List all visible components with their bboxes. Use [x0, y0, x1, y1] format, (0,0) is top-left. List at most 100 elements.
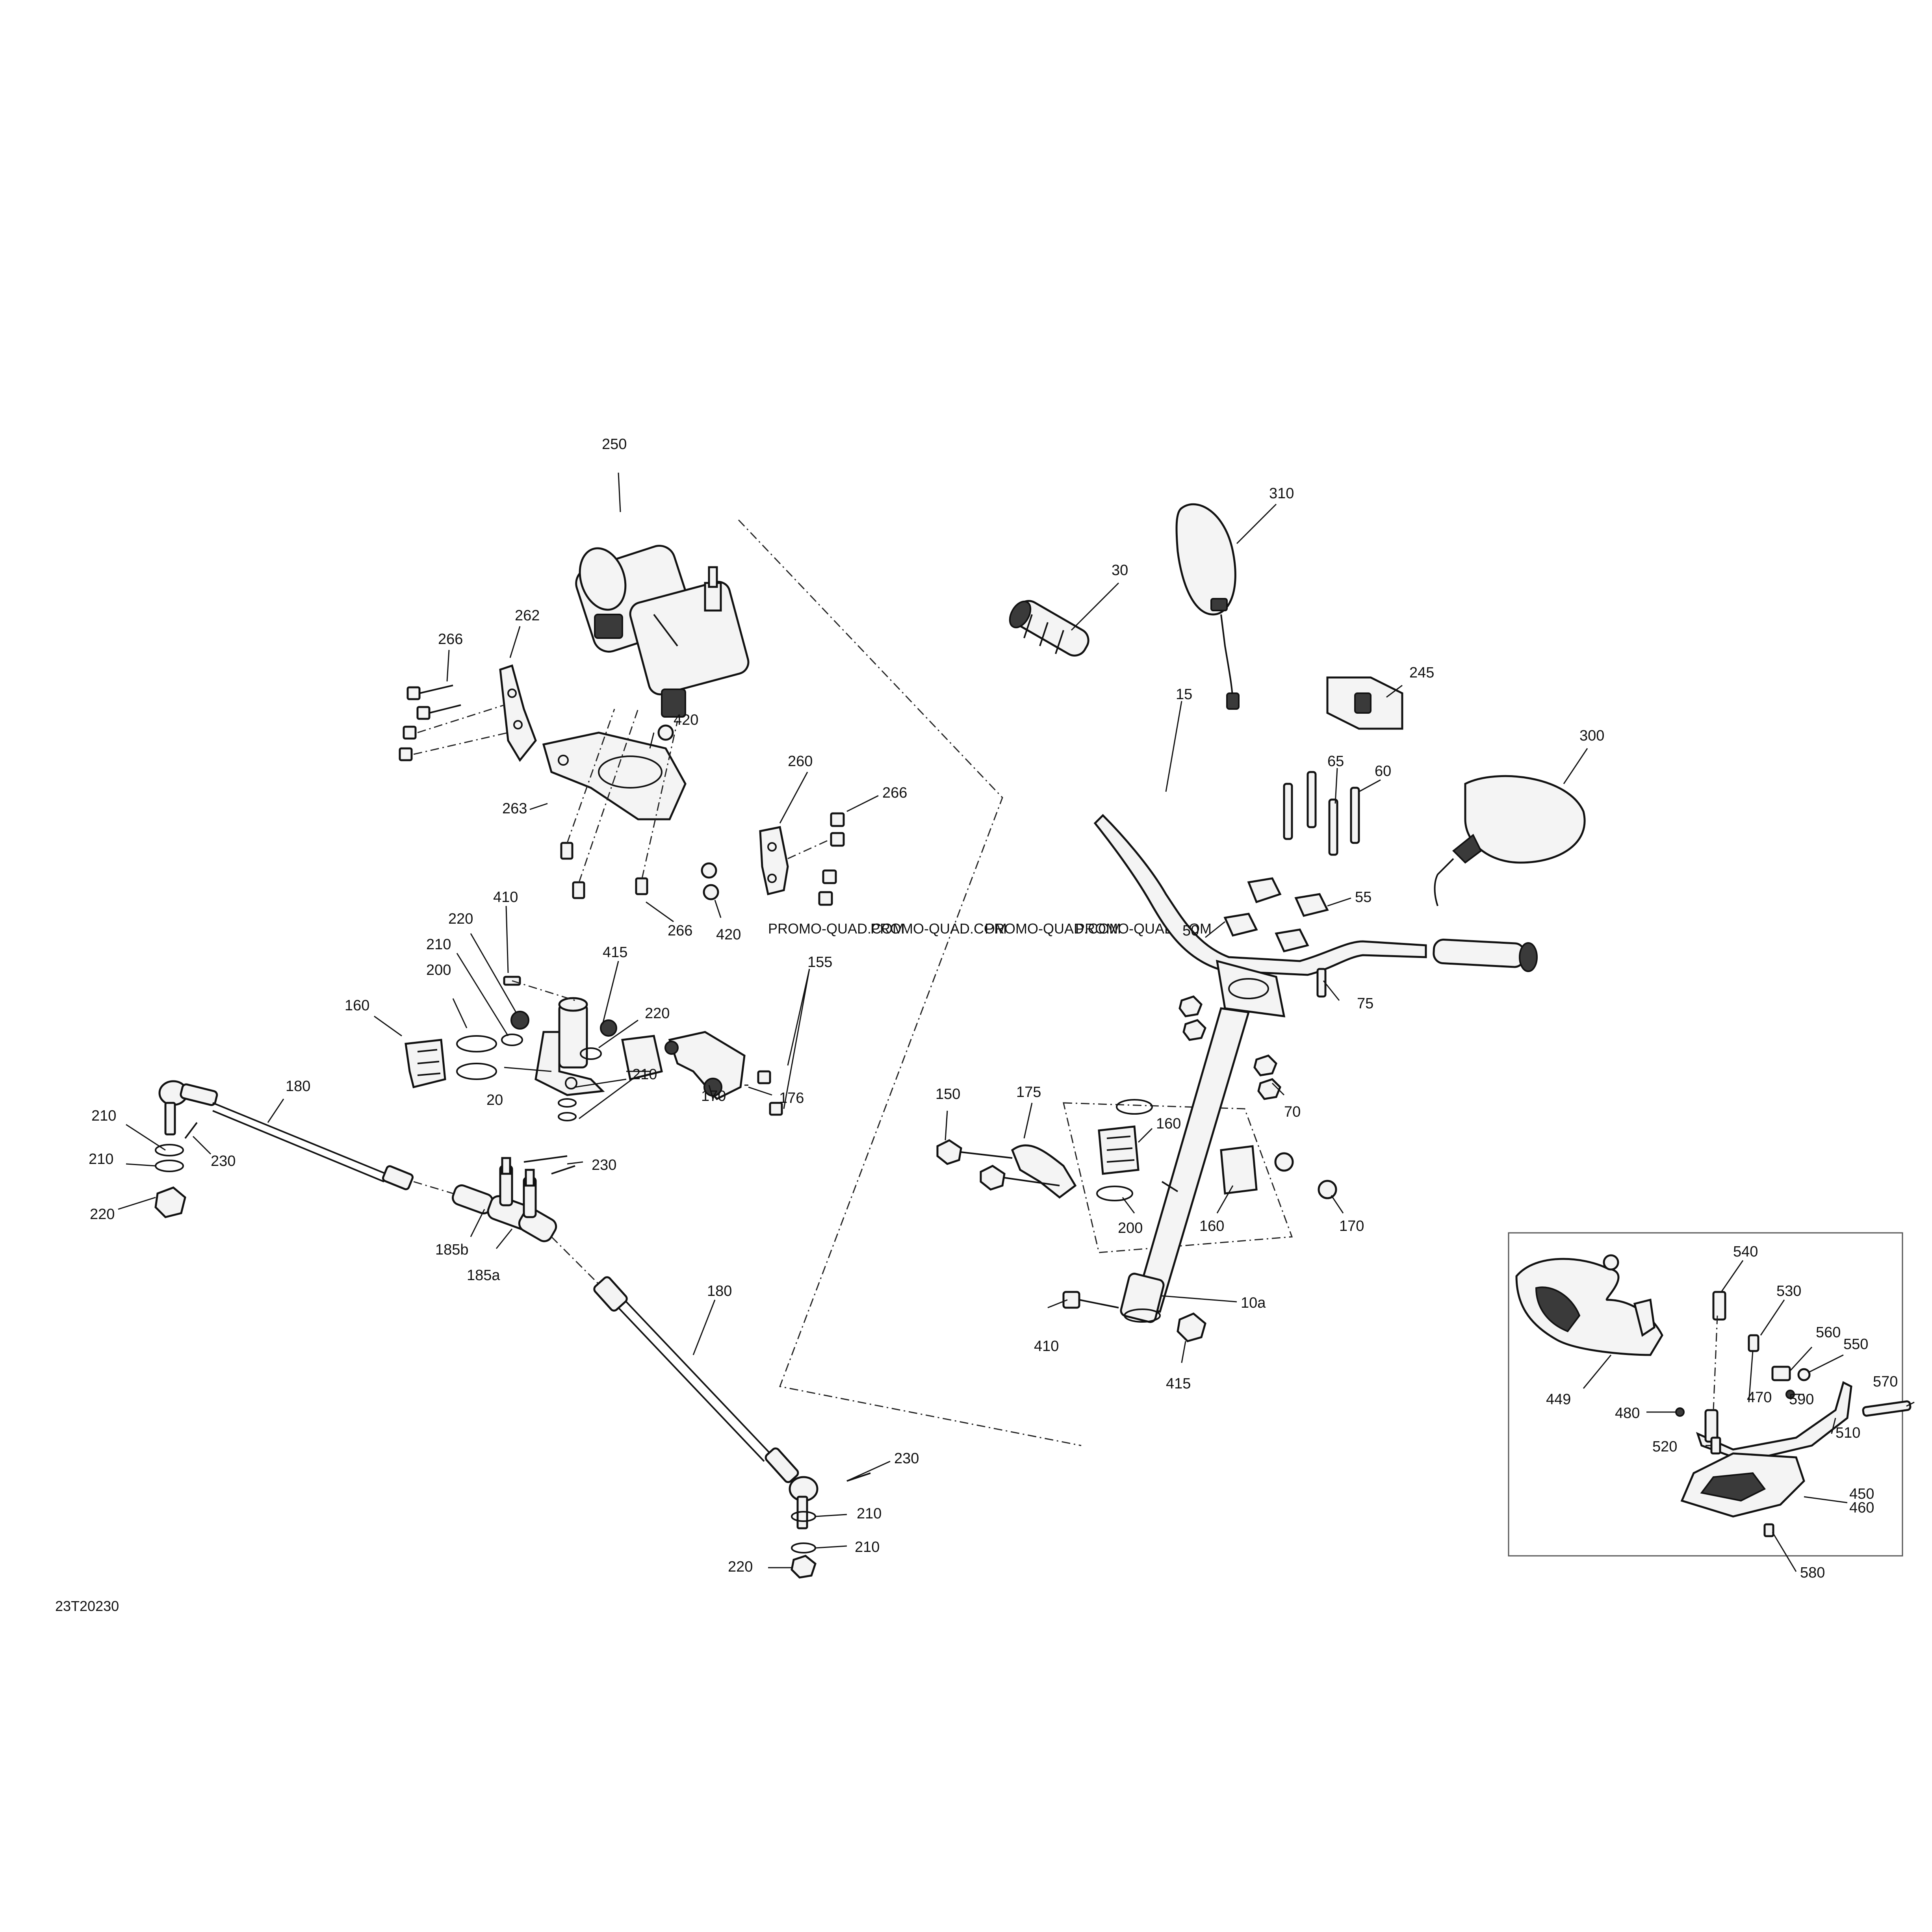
watermark-2: PROMO-QUAD.COM — [870, 921, 1007, 937]
grip-30 — [1009, 600, 1089, 657]
label-10a: 10a — [1241, 1295, 1266, 1311]
handguard-cover-450-460 — [1680, 1452, 1805, 1537]
mirror-310 — [1175, 503, 1240, 710]
bracket-175-bolts-150 — [936, 1139, 1077, 1199]
tie-rod-180-lower — [413, 1181, 871, 1579]
label-530: 530 — [1776, 1283, 1801, 1299]
bolts-266-lower — [560, 709, 678, 899]
label-180b: 180 — [707, 1283, 732, 1299]
handguard-inset-box — [1508, 1232, 1903, 1557]
label-160b: 160 — [1156, 1115, 1181, 1132]
label-170a: 170 — [701, 1088, 726, 1104]
label-150: 150 — [935, 1086, 960, 1102]
label-155: 155 — [807, 954, 832, 971]
label-176: 176 — [779, 1090, 804, 1106]
handlebar-15 — [1093, 814, 1538, 976]
label-230b: 230 — [592, 1157, 616, 1173]
label-210b: 210 — [632, 1066, 657, 1083]
label-510: 510 — [1835, 1425, 1860, 1441]
label-210a: 210 — [426, 936, 451, 953]
label-250: 250 — [602, 436, 627, 453]
label-185a: 185a — [467, 1267, 500, 1284]
label-55: 55 — [1355, 889, 1372, 906]
bearing-160-left — [405, 1039, 446, 1089]
assembly-boundary-center — [1063, 1102, 1293, 1253]
label-160a: 160 — [345, 997, 369, 1014]
label-310: 310 — [1269, 485, 1294, 502]
label-540: 540 — [1733, 1243, 1758, 1260]
power-steering-unit — [575, 545, 750, 718]
label-200b: 200 — [1118, 1220, 1143, 1236]
label-200a: 200 — [426, 962, 451, 978]
label-415b: 415 — [1166, 1375, 1191, 1392]
label-260: 260 — [788, 753, 813, 770]
bolt-410-nut-415-right — [1062, 1291, 1206, 1342]
label-560: 560 — [1816, 1324, 1841, 1341]
label-245: 245 — [1409, 664, 1434, 681]
steering-rack-185 — [452, 1155, 575, 1242]
bolts-65-60 — [1283, 771, 1360, 856]
handguard-mount-510 — [1675, 1291, 1912, 1462]
label-230a: 230 — [211, 1153, 236, 1169]
nuts-70 — [1179, 995, 1281, 1100]
bolts-266-left — [399, 685, 509, 761]
watermark-1: PROMO-QUAD.COM — [768, 921, 904, 937]
label-65: 65 — [1327, 753, 1344, 770]
label-590: 590 — [1789, 1391, 1814, 1408]
label-230c: 230 — [894, 1450, 919, 1467]
label-220b: 220 — [645, 1005, 670, 1022]
steering-arm-20 — [535, 997, 605, 1096]
label-220c: 220 — [90, 1206, 115, 1223]
label-470: 470 — [1747, 1389, 1772, 1406]
label-210e: 210 — [857, 1505, 882, 1522]
bolts-266-right — [787, 812, 845, 906]
switch-245 — [1326, 676, 1403, 730]
handguard-449 — [1515, 1254, 1663, 1356]
label-263: 263 — [502, 800, 527, 817]
label-410b: 410 — [1034, 1338, 1059, 1355]
label-520: 520 — [1652, 1438, 1677, 1455]
mounting-plate-263 — [542, 731, 687, 820]
label-300: 300 — [1579, 728, 1604, 744]
label-266a: 266 — [438, 631, 463, 648]
label-480: 480 — [1615, 1405, 1640, 1422]
label-410a: 410 — [493, 889, 518, 906]
label-450: 450 — [1849, 1486, 1874, 1502]
label-580: 580 — [1800, 1565, 1825, 1581]
watermark-3: PROMO-QUAD.COM — [985, 921, 1121, 937]
callout-labels: 250 262 266 420 263 260 266 266 420 410 … — [89, 436, 1898, 1581]
label-220a: 220 — [448, 911, 473, 927]
label-266c: 266 — [668, 922, 692, 939]
label-210c: 210 — [91, 1108, 116, 1124]
label-20: 20 — [486, 1092, 503, 1108]
label-570: 570 — [1873, 1373, 1898, 1390]
label-210f: 210 — [855, 1539, 880, 1555]
assembly-boundary-left — [738, 519, 1082, 1446]
label-210d: 210 — [89, 1151, 113, 1167]
label-185b: 185b — [435, 1242, 469, 1258]
label-449: 449 — [1546, 1391, 1571, 1408]
label-220d: 220 — [728, 1559, 753, 1575]
bearing-cap-176 — [621, 1031, 783, 1116]
label-75: 75 — [1357, 995, 1373, 1012]
washers-210-200-220-left — [456, 976, 617, 1121]
label-15: 15 — [1176, 686, 1192, 703]
label-175: 175 — [1016, 1084, 1041, 1101]
steering-column-10a — [1120, 960, 1327, 1323]
label-170b: 170 — [1339, 1218, 1364, 1234]
column-bearing-160-200 — [1096, 1099, 1337, 1201]
leader-lines — [118, 472, 1915, 1572]
label-266b: 266 — [882, 785, 907, 801]
mirror-300 — [1434, 775, 1586, 906]
label-50: 50 — [1182, 922, 1199, 939]
label-60: 60 — [1375, 763, 1391, 779]
label-420b: 420 — [716, 926, 741, 943]
label-70: 70 — [1284, 1104, 1301, 1120]
label-262: 262 — [515, 607, 540, 624]
label-415a: 415 — [603, 944, 627, 961]
label-180a: 180 — [286, 1078, 310, 1095]
label-550: 550 — [1843, 1336, 1868, 1353]
tie-rod-180-upper — [154, 1080, 414, 1218]
label-160c: 160 — [1199, 1218, 1224, 1234]
